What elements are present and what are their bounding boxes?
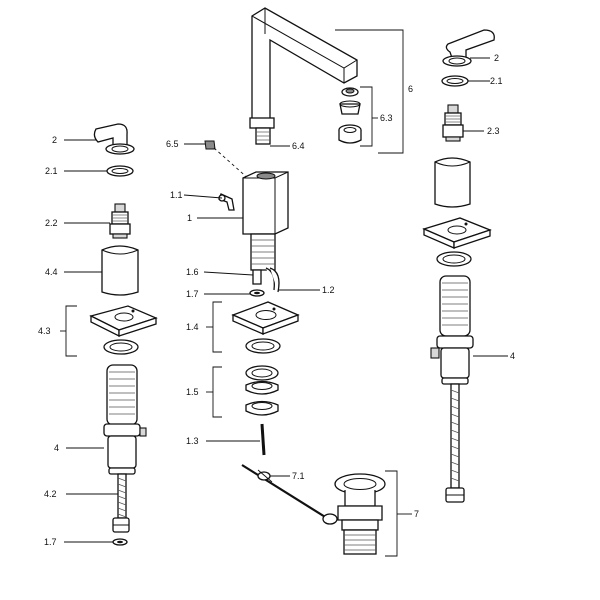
label-4-left: 4	[54, 443, 59, 453]
right-flange-plate	[422, 217, 492, 249]
mid-small-washer	[249, 289, 265, 297]
label-4-3: 4.3	[38, 326, 51, 336]
left-valve-body	[103, 364, 147, 475]
right-washer	[436, 251, 472, 267]
label-7: 7	[414, 509, 419, 519]
left-cartridge	[109, 203, 131, 239]
left-lever-handle	[93, 123, 135, 155]
label-6-3: 6.3	[380, 113, 393, 123]
center-flange-plate	[231, 301, 300, 335]
label-4-2: 4.2	[44, 489, 57, 499]
label-1-3: 1.3	[186, 436, 199, 446]
label-1-7-bottom: 1.7	[44, 537, 57, 547]
label-2-left: 2	[52, 135, 57, 145]
label-6: 6	[408, 84, 413, 94]
label-4-4: 4.4	[45, 267, 58, 277]
label-7-1: 7.1	[292, 471, 305, 481]
set-screw	[204, 140, 216, 150]
label-2-right: 2	[494, 53, 499, 63]
right-lever-handle	[442, 29, 495, 67]
left-flex-hose	[112, 473, 130, 533]
small-screw	[218, 193, 235, 211]
left-ring	[106, 165, 134, 177]
mixer-body	[242, 171, 289, 293]
right-ring	[441, 75, 469, 87]
right-square-cover	[434, 157, 471, 208]
label-1: 1	[187, 213, 192, 223]
label-2-1-left: 2.1	[45, 166, 58, 176]
left-square-cover	[101, 245, 139, 296]
label-1-7-mid: 1.7	[186, 289, 199, 299]
center-washer-top	[245, 338, 281, 354]
drain-body	[322, 473, 386, 555]
center-rod	[260, 423, 266, 456]
label-1-1: 1.1	[170, 190, 183, 200]
center-spout-assembly: 6.5 1.1 1 1.6 1.7 1.2 1.4 1.5 1.3 6.4 6.…	[166, 7, 413, 456]
label-1-4: 1.4	[186, 322, 199, 332]
label-1-5: 1.5	[186, 387, 199, 397]
right-handle-assembly: 2 2.1 2.3 4	[422, 29, 515, 503]
pull-rod-linkage	[241, 464, 331, 521]
right-cartridge	[442, 104, 464, 142]
label-1-2: 1.2	[322, 285, 335, 295]
spout	[249, 7, 358, 145]
label-2-3: 2.3	[487, 126, 500, 136]
drain-assembly: 7.1 7	[241, 464, 419, 557]
label-6-4: 6.4	[292, 141, 305, 151]
left-washer	[103, 339, 139, 355]
label-2-1-right: 2.1	[490, 76, 503, 86]
left-flange-plate	[89, 305, 158, 338]
right-valve-body	[430, 275, 474, 385]
label-1-6: 1.6	[186, 267, 199, 277]
aerator-parts	[338, 87, 362, 144]
label-2-2: 2.2	[45, 218, 58, 228]
center-nut-set	[245, 365, 279, 416]
label-4-right: 4	[510, 351, 515, 361]
label-6-5: 6.5	[166, 139, 179, 149]
left-handle-assembly: 2 2.1 2.2 4.4 4.3 4 4.2 1.7	[38, 123, 158, 547]
right-flex-hose	[445, 383, 465, 503]
left-small-washer	[112, 538, 128, 546]
